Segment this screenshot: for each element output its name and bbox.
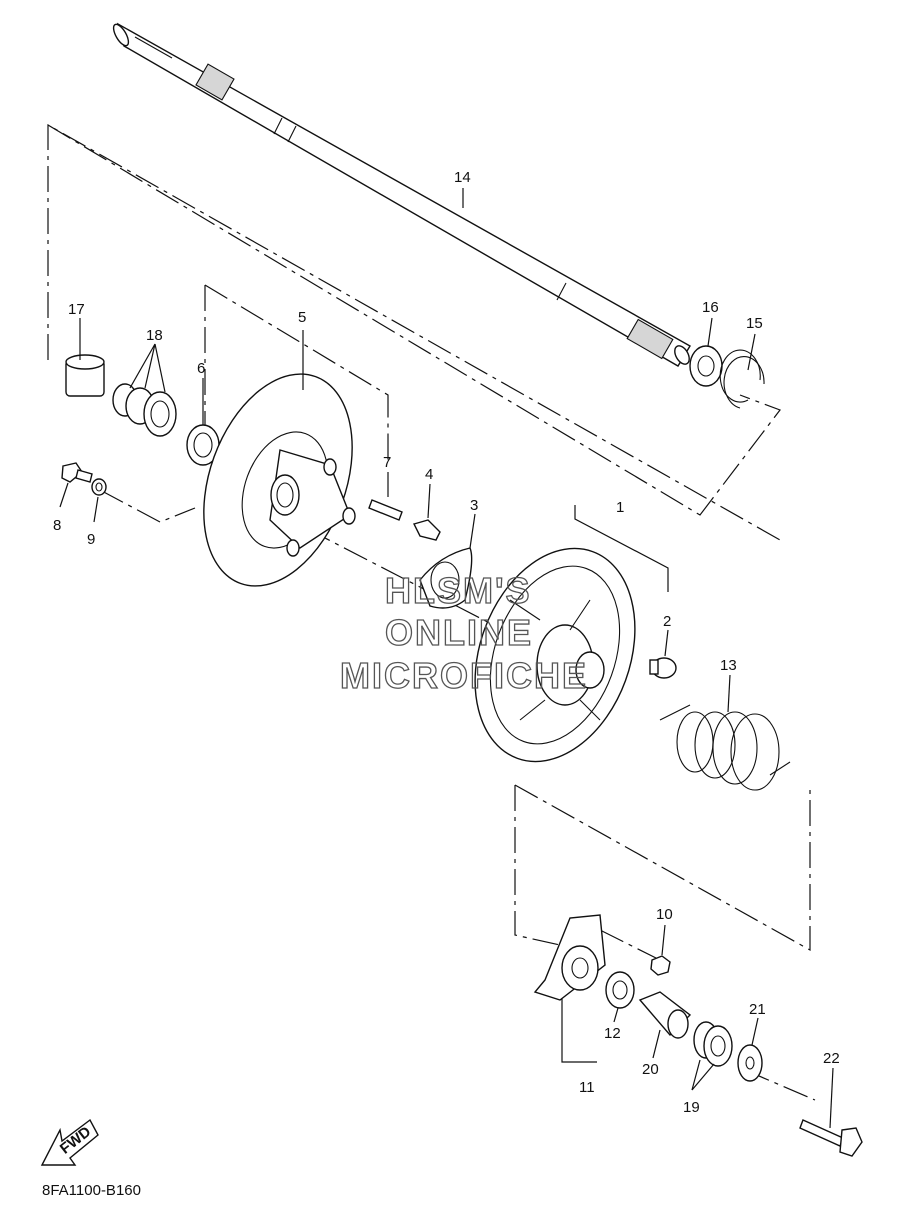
part-cap-11[interactable] (533, 914, 606, 1001)
part-circlip-15[interactable] (719, 349, 765, 409)
callout-6: 6 (197, 360, 205, 377)
callout-14: 14 (454, 169, 471, 186)
callout-18: 18 (146, 327, 163, 344)
part-bushing-17[interactable] (65, 354, 105, 397)
callout-9: 9 (87, 531, 95, 548)
part-plate-3[interactable] (419, 547, 473, 609)
callout-21: 21 (749, 1001, 766, 1018)
callout-12: 12 (604, 1025, 621, 1042)
watermark-line-3: MICROFICHE (340, 655, 588, 696)
part-washer-16[interactable] (689, 345, 723, 387)
part-nut-10[interactable] (650, 955, 671, 976)
watermark-line-2: ONLINE (385, 612, 533, 653)
callout-20: 20 (642, 1061, 659, 1078)
callout-19: 19 (683, 1099, 700, 1116)
callout-11: 11 (579, 1079, 595, 1096)
fwd-arrow-icon: FWD (40, 1118, 99, 1166)
part-screw-4[interactable] (412, 519, 441, 541)
callout-3: 3 (470, 497, 478, 514)
part-collar-20[interactable] (638, 991, 692, 1039)
callout-4: 4 (425, 466, 433, 483)
part-movable-sheave-1[interactable] (447, 526, 663, 784)
part-shaft[interactable] (111, 22, 693, 367)
part-bolt-8[interactable] (61, 462, 93, 483)
leader-lines (59, 188, 834, 1129)
part-washers-19[interactable] (693, 1021, 733, 1067)
part-washer-9[interactable] (91, 478, 107, 496)
callout-labels: 14 17 18 6 5 7 4 3 1 2 13 16 15 8 9 10 1… (53, 169, 840, 1116)
callout-22: 22 (823, 1050, 840, 1067)
callout-5: 5 (298, 309, 306, 326)
part-washers-18[interactable] (112, 383, 177, 437)
diagram-code: 8FA1100-B160 (42, 1182, 141, 1199)
part-bolt-22[interactable] (799, 1119, 863, 1157)
callout-1: 1 (616, 499, 624, 516)
callout-15: 15 (746, 315, 763, 332)
part-stud-7[interactable] (368, 499, 403, 521)
part-fixed-sheave-5[interactable] (176, 353, 379, 606)
callout-17: 17 (68, 301, 85, 318)
part-roller-2[interactable] (649, 657, 677, 679)
part-washer-21[interactable] (737, 1044, 763, 1082)
watermark-line-1: HLSM'S (385, 570, 532, 611)
callout-16: 16 (702, 299, 719, 316)
part-bearing-12[interactable] (605, 971, 635, 1009)
callout-8: 8 (53, 517, 61, 534)
part-spring-13[interactable] (659, 704, 791, 791)
watermark: HLSM'S ONLINE MICROFICHE (339, 569, 588, 696)
callout-13: 13 (720, 657, 737, 674)
callout-2: 2 (663, 613, 671, 630)
callout-10: 10 (656, 906, 673, 923)
callout-7: 7 (383, 454, 391, 471)
